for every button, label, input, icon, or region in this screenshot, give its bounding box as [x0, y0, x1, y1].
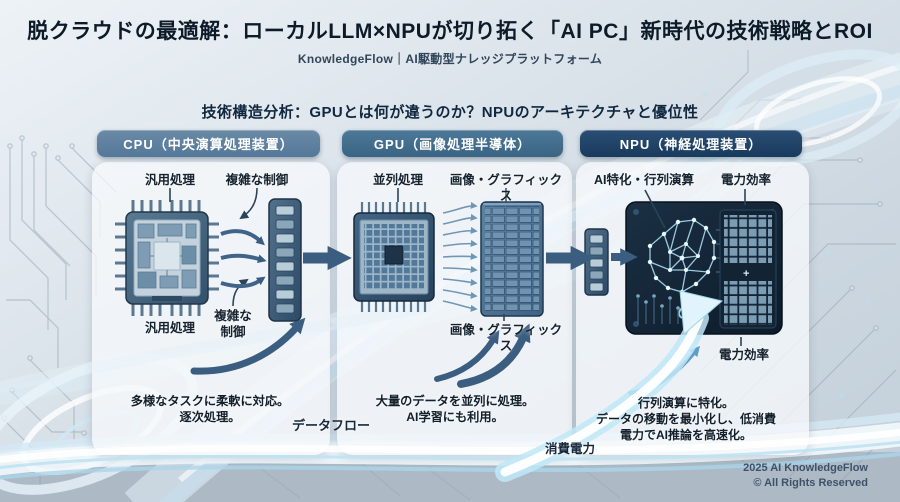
npu-chip-icon: + [625, 201, 783, 335]
cpu-label-general-processing-bottom: 汎用処理 [144, 321, 195, 335]
cpu-chip-icon [115, 200, 219, 316]
page-title: 脱クラウドの最適解：ローカルLLM×NPUが切り拓く「AI PC」新時代の技術戦… [27, 20, 873, 43]
section-title: 技術構造分析：GPUとは何が違うのか？NPUのアーキテクチャと優位性 [201, 104, 699, 121]
cpu-header-pill: CPU（中央演算処理装置） [97, 130, 320, 157]
grid-plus-mark: + [743, 268, 749, 280]
gpu-header-pill: GPU（画像処理半導体） [342, 130, 563, 157]
footer-line1: 2025 AI KnowledgeFlow [743, 462, 868, 474]
footer-copyright: 2025 AI KnowledgeFlow © All Rights Reser… [628, 461, 868, 491]
cpu-label-complex-control-bottom: 複雑な制御 [214, 309, 252, 340]
cpu-label-complex-control-top: 複雑な制御 [225, 173, 289, 187]
npu-compute-grid: + [719, 209, 777, 329]
dataflow-label: データフロー [291, 418, 370, 433]
compute-grid-icon [480, 201, 544, 317]
gpu-description-line1: 大量のデータを並列に処理。 [375, 394, 535, 408]
gpu-description-line2: AI学習にも利用。 [406, 410, 504, 424]
npu-description-line2: データの移動を最小化し、低消費 [595, 412, 776, 426]
npu-header-pill: NPU（神経処理装置） [580, 130, 802, 157]
cpu-description-line2: 逐次処理。 [179, 410, 241, 424]
memory-module-icon [268, 198, 302, 322]
npu-description-line3: 電力でAI推論を高速化。 [619, 428, 752, 442]
cpu-description-line1: 多様なタスクに柔軟に対応。 [130, 394, 290, 408]
gpu-label-graphics-top: 画像・グラフィックス [449, 173, 563, 204]
npu-label-ai-matrix: AI特化・行列演算 [593, 173, 694, 187]
power-consumption-label: 消費電力 [544, 442, 595, 456]
memory-module-small-icon [584, 228, 609, 296]
gpu-chip-icon [353, 202, 435, 312]
gpu-label-graphics-bottom: 画像・グラフィックス [449, 323, 563, 354]
gpu-label-parallel-processing: 並列処理 [372, 173, 423, 187]
brain-network-icon [647, 217, 717, 319]
cpu-label-general-processing-top: 汎用処理 [144, 173, 195, 187]
page-subtitle: KnowledgeFlow｜AI駆動型ナレッジプラットフォーム [297, 52, 603, 66]
npu-label-power-efficiency-bottom: 電力効率 [718, 348, 769, 362]
footer-line2: © All Rights Reserved [753, 477, 868, 489]
npu-description-line1: 行列演算に特化。 [637, 396, 734, 410]
npu-label-power-efficiency-top: 電力効率 [720, 173, 771, 187]
